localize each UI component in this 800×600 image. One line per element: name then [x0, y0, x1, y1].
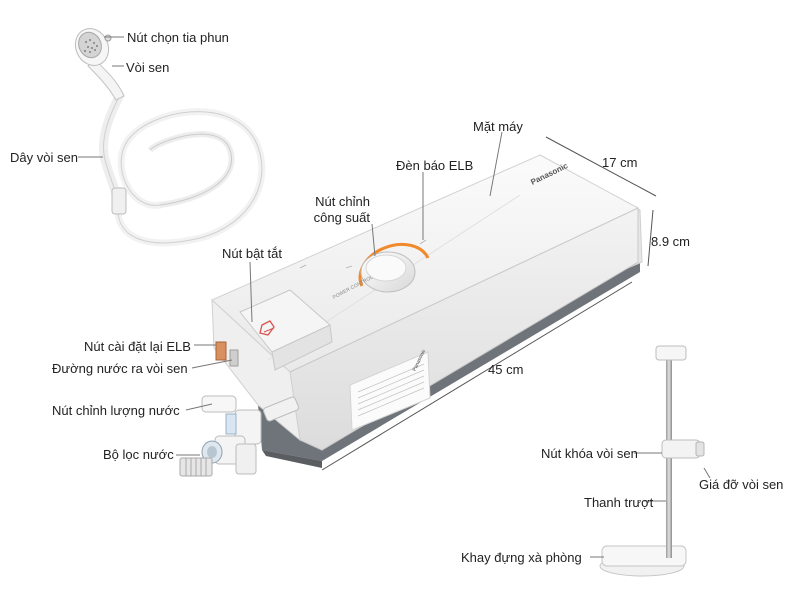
label-power-knob-line2: công suất — [313, 210, 370, 225]
dimension-length: 45 cm — [488, 362, 524, 377]
label-spray-selector: Nút chọn tia phun — [127, 30, 229, 45]
label-slide-bar: Thanh trượt — [584, 495, 654, 510]
label-shower-hose: Dây vòi sen — [10, 150, 78, 165]
label-shower-lock: Nút khóa vòi sen — [541, 446, 638, 461]
slide-bar-stand — [599, 345, 705, 577]
dimension-lines — [321, 136, 657, 471]
dimension-height: 8.9 cm — [651, 234, 691, 249]
label-water-filter: Bộ lọc nước — [103, 447, 174, 462]
label-flow-knob: Nút chỉnh lượng nước — [52, 403, 180, 418]
label-elb-indicator: Đèn báo ELB — [396, 158, 474, 173]
label-shower-holder: Giá đỡ vòi sen — [699, 477, 784, 492]
label-power-knob-line1: Nút chỉnh — [315, 194, 370, 209]
label-outlet-to-shower: Đường nước ra vòi sen — [52, 361, 188, 376]
label-elb-reset: Nút cài đặt lại ELB — [84, 339, 191, 354]
label-power-switch: Nút bật tắt — [222, 246, 282, 261]
heater-body — [211, 154, 643, 468]
shower-set — [74, 28, 266, 247]
valve-assembly — [179, 395, 299, 477]
label-soap-tray: Khay đựng xà phòng — [461, 550, 582, 565]
leader-lines — [78, 36, 711, 558]
label-shower-head: Vòi sen — [126, 60, 170, 75]
dimension-depth: 17 cm — [602, 155, 638, 170]
label-front-panel: Mặt máy — [473, 119, 523, 134]
